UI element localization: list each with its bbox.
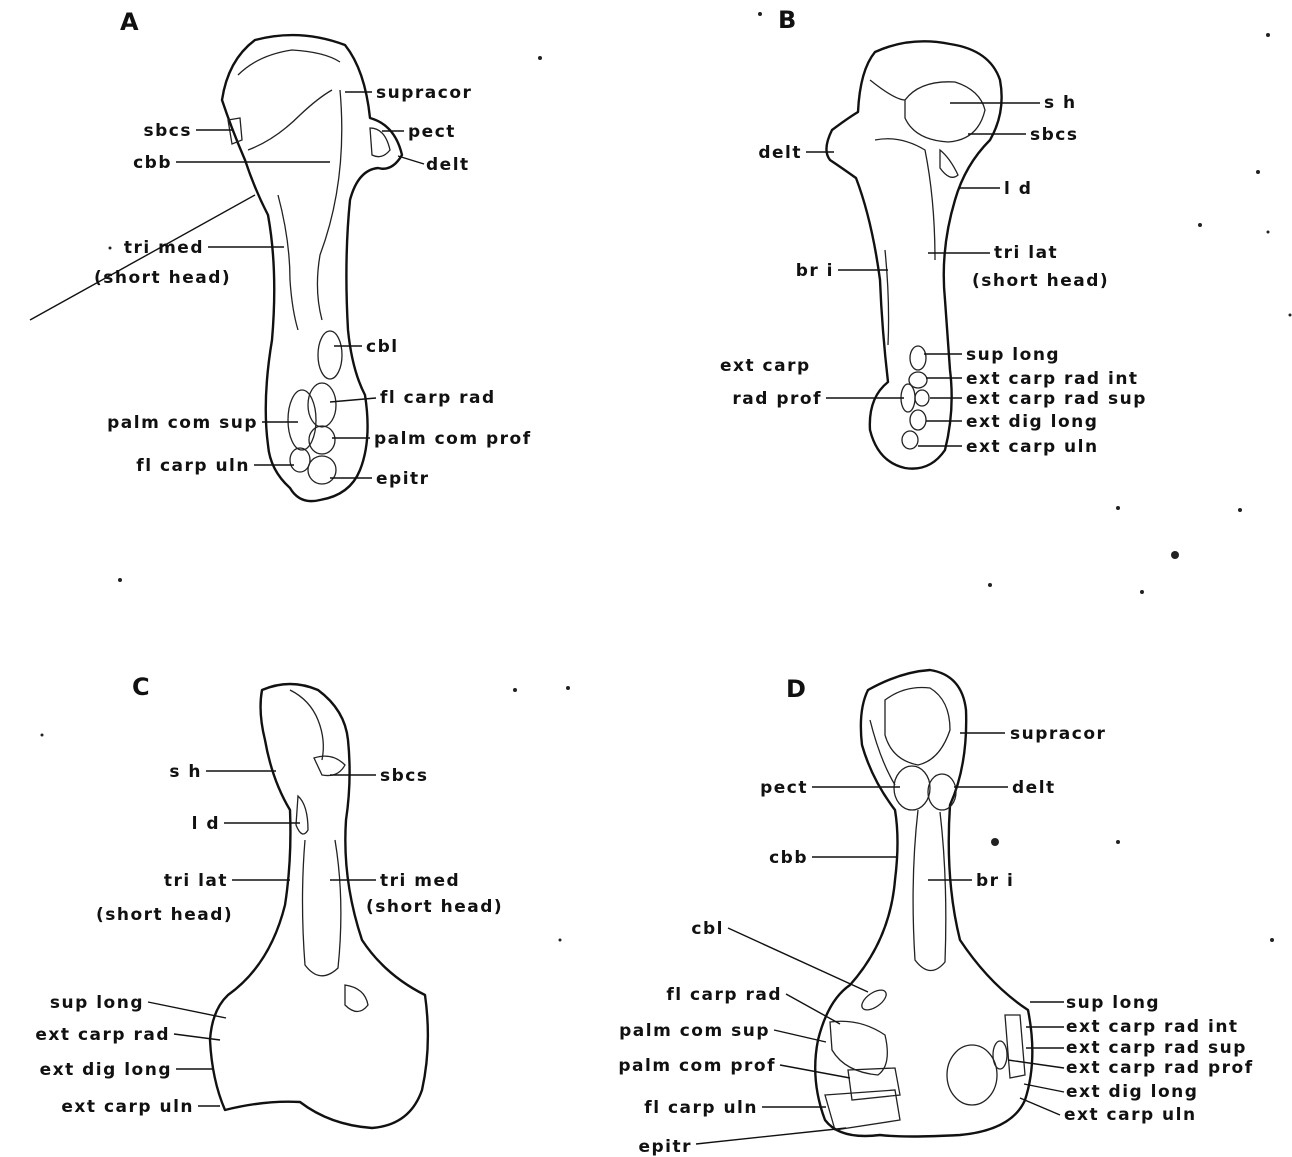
panel-a-fl-carp-uln-scar	[290, 448, 310, 472]
label-b-ld: l d	[1004, 179, 1032, 199]
label-a-fl-carp-uln: fl carp uln	[136, 456, 250, 476]
panel-b-head-circle	[905, 82, 985, 142]
label-b-ext-dig-long: ext dig long	[966, 412, 1098, 432]
label-a-palm-com-prof: palm com prof	[374, 429, 532, 449]
label-d-ext-carp-uln: ext carp uln	[1064, 1105, 1197, 1125]
panel-b-br-line	[885, 250, 889, 345]
panel-d-head-lobe-1	[885, 688, 950, 766]
panel-c-distal-scar	[345, 985, 368, 1012]
panel-a-head-line	[238, 50, 340, 75]
label-a-epitr: epitr	[376, 469, 430, 489]
label-d-palm-com-prof: palm com prof	[618, 1056, 776, 1076]
label-b-sup-long: sup long	[966, 345, 1060, 365]
label-d-cbb: cbb	[769, 848, 808, 868]
label-a-fl-carp-rad: fl carp rad	[380, 388, 496, 408]
label-b-ext-carp-rad-sup: ext carp rad sup	[966, 389, 1147, 409]
label-c-ext-carp-uln: ext carp uln	[61, 1097, 194, 1117]
label-c-tri-lat: tri lat	[164, 871, 228, 891]
panel-c-head-ridge	[290, 690, 323, 760]
label-b-br-i: br i	[796, 261, 834, 281]
label-b-ext-carp-uln: ext carp uln	[966, 437, 1099, 457]
panel-d-palm-com-sup-scar	[830, 1021, 887, 1075]
label-d-cbl: cbl	[691, 919, 724, 939]
panel-c-shaft-groove	[303, 840, 341, 976]
panel-a-epitr-scar	[308, 456, 336, 484]
label-b-ext-carp-rad-int: ext carp rad int	[966, 369, 1139, 389]
panel-c-letter: C	[132, 673, 150, 701]
label-d-sup-long: sup long	[1066, 993, 1160, 1013]
label-c-sup-long: sup long	[50, 993, 144, 1013]
panel-b-sup-long-scar	[910, 346, 926, 370]
label-b-rad-prof: rad prof	[732, 389, 822, 409]
panel-d-ext-carp-rad-prof-scar	[993, 1041, 1007, 1069]
panel-b: B s h sbcs delt l d tri lat (short head)…	[720, 6, 1147, 469]
label-d-br-i: br i	[976, 871, 1014, 891]
label-d-fl-carp-rad: fl carp rad	[666, 985, 782, 1005]
label-d-pect: pect	[760, 778, 808, 798]
panel-d-ext-group-scar	[1005, 1015, 1025, 1078]
scan-specks	[41, 12, 1292, 942]
label-a-delt: delt	[426, 155, 470, 175]
label-a-cbb: cbb	[133, 153, 172, 173]
panel-b-ext-dig-long-scar	[910, 410, 926, 430]
panel-b-ext-carp-uln-scar	[902, 431, 918, 449]
label-d-delt: delt	[1012, 778, 1056, 798]
label-a-tri-med: tri med	[124, 238, 204, 258]
panel-a-ridge-line	[317, 90, 341, 320]
panel-d-palm-com-prof-scar	[848, 1068, 900, 1100]
label-c-sh: s h	[169, 762, 202, 782]
panel-a-letter: A	[120, 8, 139, 36]
panel-d-delt-scar	[928, 774, 956, 810]
panel-b-head-rim	[870, 80, 905, 100]
label-b-short-head: (short head)	[972, 271, 1109, 291]
label-c-ext-carp-rad: ext carp rad	[35, 1025, 170, 1045]
label-d-ext-carp-rad-prof: ext carp rad prof	[1066, 1058, 1254, 1078]
label-d-palm-com-sup: palm com sup	[619, 1021, 770, 1041]
panel-b-ext-carp-rad-sup-scar	[915, 390, 929, 406]
label-a-pect: pect	[408, 122, 456, 142]
panel-b-letter: B	[778, 6, 796, 34]
panel-a-tri-med-scar	[278, 195, 298, 330]
panel-a-shaft-line	[248, 90, 332, 150]
label-c-short-head-left: (short head)	[96, 905, 233, 925]
label-b-sbcs: sbcs	[1030, 125, 1078, 145]
label-d-supracor: supracor	[1010, 724, 1106, 744]
label-d-ext-carp-rad-sup: ext carp rad sup	[1066, 1038, 1247, 1058]
label-a-palm-com-sup: palm com sup	[107, 413, 258, 433]
panel-c: C s h sbcs l d tri lat tri med (short he…	[35, 673, 503, 1128]
panel-d-epicondyle	[947, 1045, 997, 1105]
label-b-sh: s h	[1044, 93, 1077, 113]
label-b-tri-lat: tri lat	[994, 243, 1058, 263]
panel-d-letter: D	[786, 675, 806, 703]
panel-a-pect-scar	[370, 128, 390, 157]
label-a-supracor: supracor	[376, 83, 472, 103]
label-c-tri-med: tri med	[380, 871, 460, 891]
label-a-cbl: cbl	[366, 337, 399, 357]
label-d-epitr: epitr	[638, 1137, 692, 1157]
panel-d-shaft-groove	[913, 810, 946, 971]
label-d-ext-carp-rad-int: ext carp rad int	[1066, 1017, 1239, 1037]
panel-a-fl-carp-rad-scar	[308, 383, 336, 427]
panel-b-ld-scar	[940, 150, 958, 177]
panel-c-sbcs-scar	[314, 756, 345, 775]
panel-b-shaft-ridge	[875, 139, 935, 260]
label-d-fl-carp-uln: fl carp uln	[644, 1098, 758, 1118]
panel-a-cbl-scar	[318, 331, 342, 379]
label-d-ext-dig-long: ext dig long	[1066, 1082, 1198, 1102]
label-b-ext-carp: ext carp	[720, 356, 811, 376]
label-c-short-head-right: (short head)	[366, 897, 503, 917]
label-c-sbcs: sbcs	[380, 766, 428, 786]
label-b-delt: delt	[758, 143, 802, 163]
label-c-ext-dig-long: ext dig long	[40, 1060, 172, 1080]
panel-a: A supracor sbcs pect cbb delt tri med (s…	[30, 8, 532, 501]
panel-d-pect-scar	[894, 766, 930, 810]
label-a-sbcs: sbcs	[144, 121, 192, 141]
label-c-ld: l d	[192, 814, 220, 834]
panel-c-ld-scar	[296, 796, 308, 834]
label-a-short-head: (short head)	[94, 268, 231, 288]
panel-d: D supracor pect delt cbb br i cbl fl car…	[618, 670, 1253, 1157]
